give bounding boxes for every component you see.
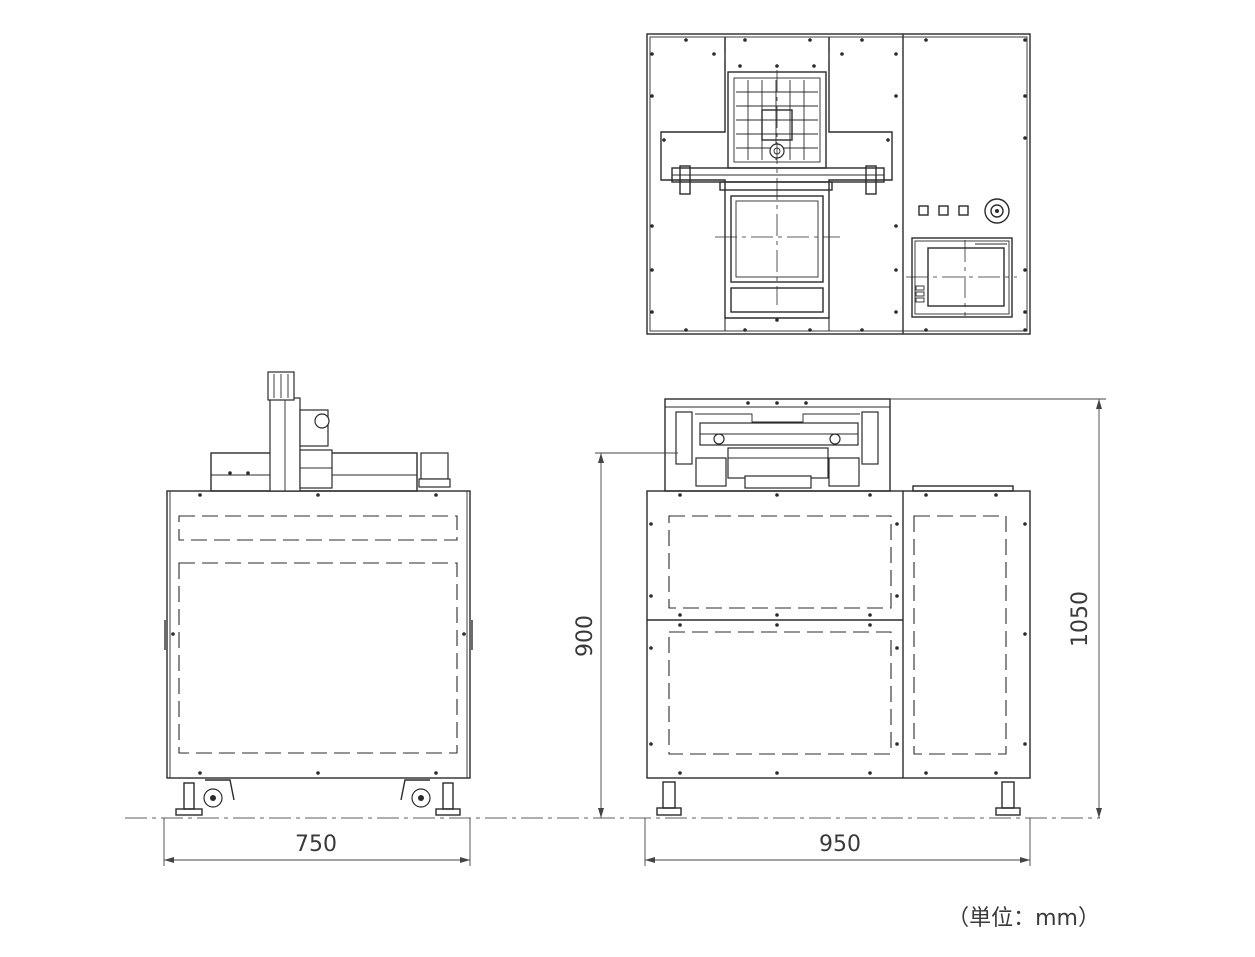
dimension-overall-height: 1050 [1068,591,1093,647]
side-view [164,371,473,816]
panel-buttons [918,205,969,216]
unit-note: （単位：mm） [947,906,1100,931]
front-view [646,398,1031,816]
emergency-stop-icon [984,198,1010,224]
dimension-table-height: 900 [573,615,598,657]
top-view [646,33,1031,335]
dimension-front-width: 950 [819,832,861,857]
dimension-lines [125,398,1106,866]
touch-screen [906,237,1017,318]
dimension-side-width: 750 [295,832,337,857]
